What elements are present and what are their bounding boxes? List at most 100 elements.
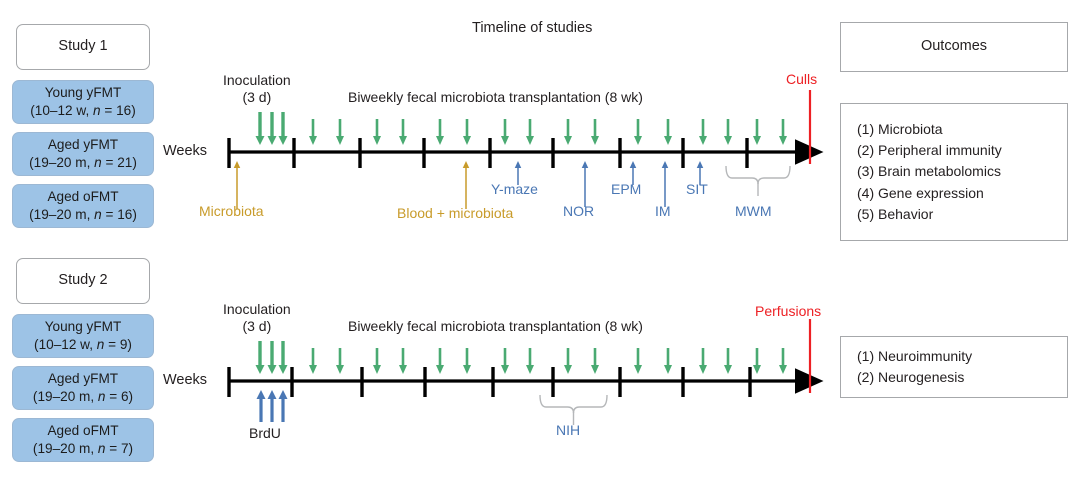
event-arrow-sit-head xyxy=(696,161,704,168)
fmt-arrow-head xyxy=(526,365,534,374)
event-arrow-brdu-head xyxy=(278,390,288,399)
group-label-line2: (19–20 m, n = 21) xyxy=(29,154,137,170)
study-1-header: Study 1 xyxy=(16,24,150,70)
group-label-line1: Aged oFMT xyxy=(47,423,119,439)
fmt-arrow-head xyxy=(336,365,344,374)
fmt-arrow-head xyxy=(564,365,572,374)
study-1-axis-label: Weeks xyxy=(163,143,208,159)
inoculation-line2: (3 d) xyxy=(242,88,272,105)
event-mwm-brace xyxy=(725,165,791,185)
group-label-line2: (19–20 m, n = 16) xyxy=(29,206,137,222)
fmt-arrow-head xyxy=(501,136,509,145)
event-arrow-epm-head xyxy=(629,161,637,168)
fmt-arrow-head xyxy=(634,365,642,374)
study-1-timeline-graphics xyxy=(227,90,824,209)
fmt-arrow-head xyxy=(779,136,787,145)
fmt-arrow-head xyxy=(634,136,642,145)
inoculation-line1: Inoculation xyxy=(223,72,291,88)
label-nih: NIH xyxy=(556,422,581,438)
label-nor: NOR xyxy=(563,203,595,219)
fmt-arrow-head xyxy=(309,136,317,145)
label-microbiota: Microbiota xyxy=(199,203,264,219)
fmt-arrow-head xyxy=(463,136,471,145)
fmt-arrow-head xyxy=(436,365,444,374)
outcome-item: (4) Gene expression xyxy=(857,184,984,201)
fmt-arrow-head xyxy=(309,365,317,374)
label-y-maze: Y-maze xyxy=(491,181,538,197)
fmt-arrow-head xyxy=(501,365,509,374)
inoculation-arrow-head xyxy=(278,136,288,145)
fmt-arrow-head xyxy=(373,365,381,374)
group-label-line2: (10–12 w, n = 9) xyxy=(34,336,132,352)
fmt-arrow-head xyxy=(436,136,444,145)
study-1-biweekly-label: Biweekly fecal microbiota transplantatio… xyxy=(348,89,643,105)
inoculation-arrow-head xyxy=(255,136,265,145)
event-nih-brace xyxy=(539,394,608,414)
inoculation-arrow-head xyxy=(278,365,288,374)
outcome-item: (1) Microbiota xyxy=(857,120,943,137)
outcome-item: (5) Behavior xyxy=(857,205,934,222)
fmt-arrow-head xyxy=(753,365,761,374)
event-arrow-microbiota-head xyxy=(233,161,241,168)
event-arrow-y-maze-head xyxy=(514,161,522,168)
fmt-arrow-head xyxy=(399,365,407,374)
fmt-arrow-head xyxy=(779,365,787,374)
fmt-arrow-head xyxy=(399,136,407,145)
fmt-arrow-head xyxy=(373,136,381,145)
label-im: IM xyxy=(655,203,671,219)
fmt-arrow-head xyxy=(724,136,732,145)
outcome-item: (1) Neuroimmunity xyxy=(857,347,973,364)
group-label-line1: Aged yFMT xyxy=(47,137,119,153)
label-brdu: BrdU xyxy=(249,425,281,441)
inoculation-arrow-head xyxy=(255,365,265,374)
fmt-arrow-head xyxy=(664,136,672,145)
group-label-line2: (19–20 m, n = 6) xyxy=(32,388,134,404)
event-arrow-nor-head xyxy=(581,161,589,168)
event-arrow-brdu-head xyxy=(267,390,277,399)
inoculation-line2: (3 d) xyxy=(242,317,272,334)
study-1-group-aged-ofmt: Aged oFMT (19–20 m, n = 16) xyxy=(12,184,154,228)
study-2-header: Study 2 xyxy=(16,258,150,304)
event-arrow-brdu-head xyxy=(256,390,266,399)
event-arrow-blood-microbiota-head xyxy=(462,161,470,168)
study-2-group-young-yfmt: Young yFMT (10–12 w, n = 9) xyxy=(12,314,154,358)
study-1-group-aged-yfmt: Aged yFMT (19–20 m, n = 21) xyxy=(12,132,154,176)
study-1-group-young-yfmt: Young yFMT (10–12 w, n = 16) xyxy=(12,80,154,124)
fmt-arrow-head xyxy=(664,365,672,374)
group-label-line2: (19–20 m, n = 7) xyxy=(32,440,134,456)
fmt-arrow-head xyxy=(336,136,344,145)
outcomes-header: Outcomes xyxy=(840,22,1068,72)
label-blood-microbiota: Blood + microbiota xyxy=(397,205,514,221)
study-1-inoculation-label: Inoculation (3 d) xyxy=(223,72,291,105)
inoculation-line1: Inoculation xyxy=(223,301,291,317)
fmt-arrow-head xyxy=(699,365,707,374)
fmt-arrow-head xyxy=(591,136,599,145)
study-2-axis-label: Weeks xyxy=(163,372,208,388)
outcome-item: (2) Peripheral immunity xyxy=(857,142,1002,159)
fmt-arrow-head xyxy=(526,136,534,145)
group-label-line2: (10–12 w, n = 16) xyxy=(30,102,136,118)
fmt-arrow-head xyxy=(564,136,572,145)
study-1-outcomes-list: (1) Microbiota (2) Peripheral immunity (… xyxy=(840,103,1068,241)
group-label-line1: Aged oFMT xyxy=(47,189,119,205)
fmt-arrow-head xyxy=(591,365,599,374)
fmt-arrow-head xyxy=(724,365,732,374)
study-2-outcomes-list: (1) Neuroimmunity (2) Neurogenesis xyxy=(840,336,1068,398)
study-2-biweekly-label: Biweekly fecal microbiota transplantatio… xyxy=(348,318,643,334)
group-label-line1: Aged yFMT xyxy=(47,371,119,387)
outcome-item: (2) Neurogenesis xyxy=(857,369,965,385)
label-sit: SIT xyxy=(686,181,708,197)
label-mwm: MWM xyxy=(735,203,772,219)
inoculation-arrow-head xyxy=(267,136,277,145)
fmt-arrow-head xyxy=(753,136,761,145)
inoculation-arrow-head xyxy=(267,365,277,374)
study-2-group-aged-ofmt: Aged oFMT (19–20 m, n = 7) xyxy=(12,418,154,462)
figure-title: Timeline of studies xyxy=(472,20,593,36)
study-2-timeline-graphics xyxy=(227,319,824,425)
event-arrow-im-head xyxy=(661,161,669,168)
study-1-end-marker-label: Culls xyxy=(786,71,818,87)
label-epm: EPM xyxy=(611,181,642,197)
fmt-arrow-head xyxy=(463,365,471,374)
